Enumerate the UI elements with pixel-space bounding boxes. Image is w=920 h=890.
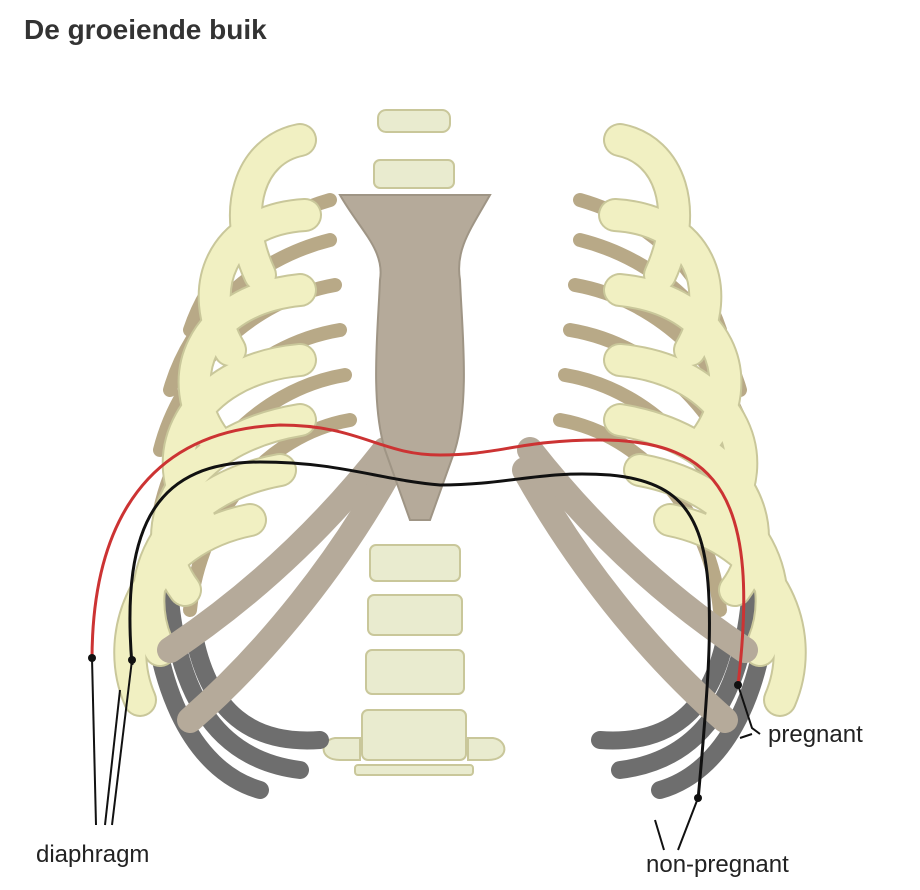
costal-cartilages (157, 437, 758, 733)
pregnant-diaphragm-line (90, 423, 746, 686)
non-pregnant-diaphragm-line (128, 460, 711, 801)
pregnant-label: pregnant (768, 721, 863, 748)
page-title: De groeiende buik (24, 14, 267, 45)
non-pregnant-label: non-pregnant (646, 851, 789, 878)
front-ribs-right (598, 123, 807, 717)
spine (322, 109, 506, 776)
rib-cage-diagram: diaphragm pregnant non-pregnant (36, 109, 863, 878)
diaphragm-label: diaphragm (36, 841, 149, 868)
leader-lines (91, 657, 761, 851)
front-ribs-left (113, 123, 322, 717)
sternum (338, 194, 492, 521)
